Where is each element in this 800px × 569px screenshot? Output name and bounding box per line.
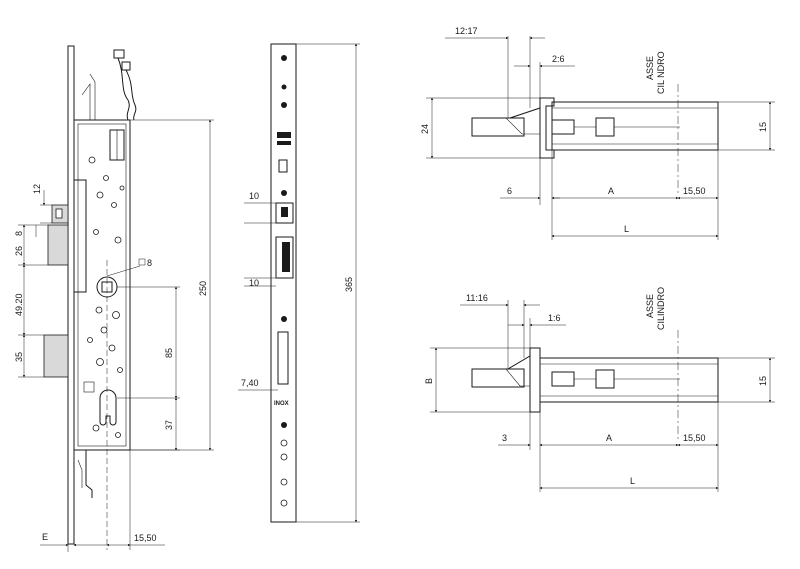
dim-l-bottom: L (630, 476, 635, 486)
cylinder-cutout (83, 381, 117, 426)
latch-bolt (51, 204, 69, 224)
dim-e: E (42, 532, 48, 542)
faceplate-deadbolt-opening (275, 236, 294, 279)
dim-7-40: 7,40 (241, 378, 259, 388)
dim-15-50-bottom: 15,50 (683, 433, 706, 443)
dim-49-20: 49.20 (14, 293, 24, 316)
dim-8: 8 (14, 231, 24, 236)
faceplate-marking: INOX (274, 401, 289, 407)
dim-1-6: 1:6 (548, 313, 561, 323)
dim-12: 12 (32, 184, 42, 194)
dim-a-bottom: A (606, 433, 612, 443)
dim-15-bottom: 15 (758, 376, 768, 386)
dim-12-17: 12:17 (455, 26, 478, 36)
wire-connector (81, 49, 137, 121)
bottom-detail: ASSE CILINDRO 11:16 1:6 B 15 3 A 15,50 (424, 287, 775, 492)
dim-10-lower: 10 (249, 278, 259, 288)
dim-10-upper: 10 (249, 191, 259, 201)
dim-a-top: A (608, 186, 614, 196)
faceplate-latch-opening (275, 202, 294, 224)
dim-250: 250 (198, 281, 208, 296)
top-cam (471, 117, 525, 137)
bottom-cam (471, 368, 525, 388)
dim-365: 365 (344, 277, 354, 292)
dim-11-16: 11:16 (466, 293, 488, 303)
dim-15-top: 15 (758, 122, 768, 132)
bottom-axis-label-1: ASSE (645, 294, 655, 318)
dim-3: 3 (502, 433, 507, 443)
dim-37: 37 (164, 420, 174, 430)
deadbolt-upper (47, 224, 69, 266)
faceplate-view: INOX 10 10 7,40 365 (238, 43, 360, 523)
dim-2-6: 2:6 (552, 54, 565, 64)
dim-26: 26 (14, 246, 24, 256)
dim-square-8: 8 (147, 258, 152, 268)
top-axis-label-2: CIL NDRO (656, 51, 666, 94)
top-detail: ASSE CIL NDRO 12:17 2:6 24 15 6 A 15,50 (420, 26, 775, 240)
dim-24: 24 (420, 124, 430, 134)
dim-b: B (424, 378, 434, 384)
dim-15-50-front: 15,50 (134, 533, 157, 543)
faceplate (270, 43, 297, 523)
deadbolt-lower (43, 334, 69, 378)
dim-35: 35 (14, 352, 24, 362)
dim-85: 85 (164, 348, 174, 358)
bottom-axis-label-2: CILINDRO (656, 287, 666, 330)
dim-6: 6 (507, 186, 512, 196)
dim-l-top: L (624, 224, 629, 234)
top-axis-label-1: ASSE (645, 56, 655, 80)
front-faceplate (67, 45, 75, 545)
front-view: 12 8 26 49.20 35 8 250 85 37 (14, 45, 214, 552)
dim-15-50-top: 15,50 (683, 186, 706, 196)
